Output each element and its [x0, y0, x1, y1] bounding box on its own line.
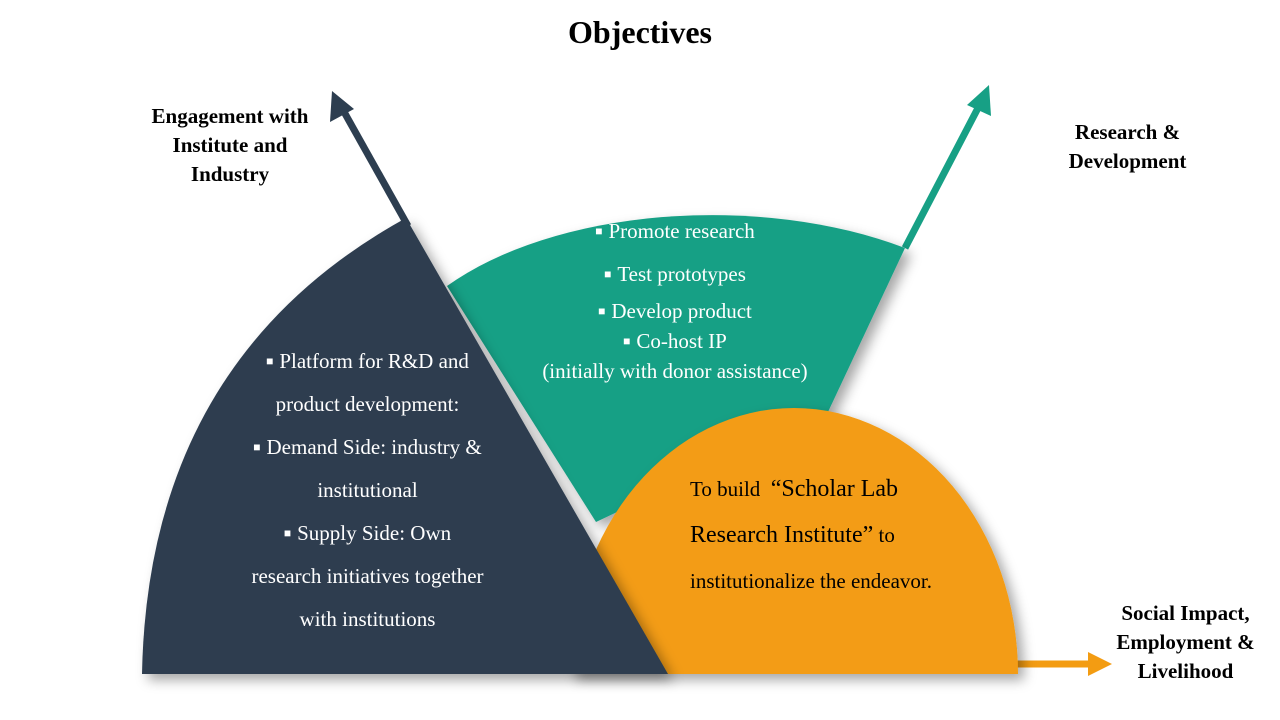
- research-arrow: [901, 85, 991, 250]
- engagement-item: product development:: [275, 392, 460, 416]
- research-shape: [447, 215, 905, 522]
- engagement-shape: [142, 218, 668, 674]
- engagement-list: ■Platform for R&D and product developmen…: [220, 340, 515, 641]
- engagement-item: with institutions: [299, 607, 436, 631]
- research-item: (initially with donor assistance): [542, 359, 808, 383]
- engagement-item: ■Supply Side: Own: [283, 521, 452, 545]
- bullet-icon: ■: [266, 354, 274, 368]
- engagement-label: Engagement with Institute and Industry: [151, 104, 309, 186]
- bullet-icon: ■: [253, 440, 261, 454]
- page-title: Objectives: [568, 14, 712, 50]
- bullet-icon: ■: [598, 304, 606, 318]
- institute-name: “Scholar Lab Research Institute”: [690, 476, 899, 548]
- research-label: Research & Development: [1068, 120, 1187, 173]
- social-impact-arrow: [1010, 652, 1112, 676]
- bullet-icon: ■: [595, 224, 603, 238]
- engagement-item: research initiatives together: [251, 564, 484, 588]
- engagement-item: institutional: [317, 478, 418, 502]
- research-item: ■Test prototypes: [604, 262, 746, 286]
- social-impact-label: Social Impact, Employment & Livelihood: [1116, 601, 1255, 683]
- research-list: ■Promote research ■Test prototypes ■Deve…: [490, 210, 860, 386]
- bullet-icon: ■: [283, 526, 292, 540]
- engagement-item: ■Demand Side: industry &: [253, 435, 482, 459]
- engagement-item: ■Platform for R&D and: [266, 349, 469, 373]
- bullet-icon: ■: [604, 267, 612, 281]
- bullet-icon: ■: [623, 334, 631, 348]
- research-item: ■Co-host IP: [623, 329, 727, 353]
- engagement-arrow: [330, 91, 412, 228]
- impact-half-disc: [570, 408, 1018, 674]
- research-item: ■Develop product: [598, 299, 752, 323]
- research-item: ■Promote research: [595, 219, 755, 243]
- institute-statement: To build “Scholar Lab Research Institute…: [690, 476, 933, 593]
